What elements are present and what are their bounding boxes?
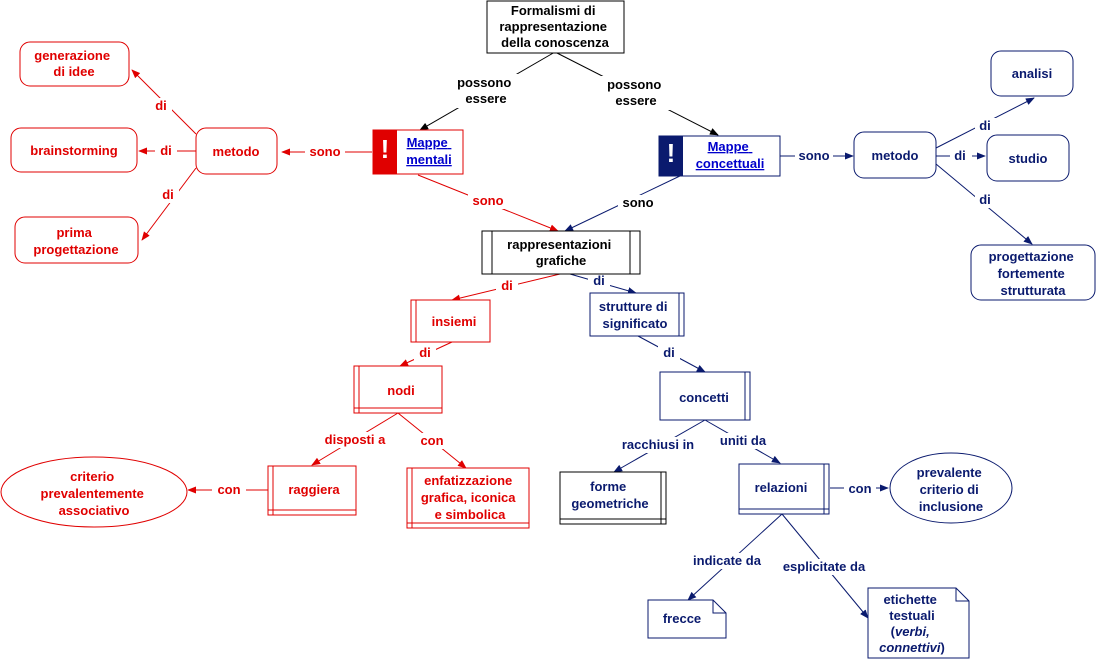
svg-text:insiemi: insiemi: [432, 314, 477, 329]
node-metodo-left: metodo: [195, 127, 278, 175]
node-etichette-testuali: etichette testuali (verbi, connettivi): [867, 587, 970, 659]
node-enfatizzazione: enfatizzazione grafica, iconica e simbol…: [406, 467, 530, 529]
node-forme-geometriche: forme geometriche: [559, 471, 667, 525]
node-mappe-mentali[interactable]: ! Mappe mentali: [372, 129, 464, 175]
link-label-sono: sono: [472, 193, 503, 208]
node-rappresentazioni-grafiche: rappresentazioni grafiche: [481, 230, 641, 275]
node-metodo-right: metodo: [853, 131, 937, 179]
svg-text:brainstorming: brainstorming: [30, 143, 117, 158]
svg-text:analisi: analisi: [1012, 66, 1052, 81]
svg-text:prevalente criterio di: prevalente criterio di inclusione: [917, 465, 986, 514]
alert-icon: [659, 136, 683, 176]
link-label-uniti-da: uniti da: [720, 433, 767, 448]
svg-text:rappresentazioni grafich: rappresentazioni grafiche: [507, 237, 615, 268]
node-relazioni: relazioni: [738, 463, 830, 515]
svg-text:raggiera: raggiera: [288, 482, 340, 497]
svg-text:Mappe concettuali: Mappe concettuali: [696, 139, 765, 171]
svg-text:frecce: frecce: [663, 611, 701, 626]
node-brainstorming: brainstorming: [10, 127, 138, 173]
link-label-sono: sono: [798, 148, 829, 163]
svg-text:Formalismi di rappresent: Formalismi di rappresentazione della con…: [499, 3, 610, 50]
node-strutture-significato: strutture di significato: [589, 292, 685, 337]
link-label-di: di: [160, 143, 172, 158]
link-label-disposti-a: disposti a: [325, 432, 386, 447]
svg-text:generazione di idee: generazione di idee: [34, 48, 113, 79]
link-label-racchiusi-in: racchiusi in: [622, 437, 694, 452]
link-label-sono: sono: [622, 195, 653, 210]
svg-text:nodi: nodi: [387, 383, 414, 398]
svg-text:!: !: [381, 134, 390, 164]
node-nodi: nodi: [353, 365, 443, 414]
node-raggiera: raggiera: [267, 465, 357, 516]
node-frecce: frecce: [647, 599, 727, 639]
svg-text:enfatizzazione grafica,: enfatizzazione grafica, iconica e simbol…: [421, 473, 519, 522]
svg-text:(verbi, connettivi): (verbi, connettivi): [879, 624, 945, 655]
link-labels: possono essere possono essere sono di di…: [150, 74, 997, 575]
mappe-mentali-link[interactable]: Mappe mentali: [406, 135, 452, 167]
node-generazione-idee: generazione di idee: [19, 41, 130, 87]
svg-text:concetti: concetti: [679, 390, 729, 405]
link-label-con: con: [420, 433, 443, 448]
svg-text:progettazione fortemente: progettazione fortemente strutturata: [989, 249, 1078, 298]
svg-text:studio: studio: [1009, 151, 1048, 166]
link-label-di: di: [162, 187, 174, 202]
node-criterio-inclusione: prevalente criterio di inclusione: [889, 452, 1013, 524]
node-analisi: analisi: [990, 50, 1074, 97]
link-label-possono-essere-right: possono essere: [607, 77, 665, 108]
link-label-di: di: [979, 118, 991, 133]
node-formalismi: Formalismi di rappresentazione della con…: [486, 0, 625, 54]
svg-text:relazioni: relazioni: [755, 480, 808, 495]
node-progettazione-strutturata: progettazione fortemente strutturata: [970, 244, 1096, 301]
node-criterio-associativo: criterio prevalentemente associativo: [0, 456, 188, 528]
link-label-con: con: [217, 482, 240, 497]
node-mappe-concettuali[interactable]: ! Mappe concettuali: [658, 135, 781, 177]
svg-text:etichette testuali: etichette testuali: [883, 592, 940, 623]
svg-text:!: !: [667, 138, 676, 168]
link-label-sono: sono: [309, 144, 340, 159]
alert-icon: [373, 130, 397, 174]
link-label-indicate-da: indicate da: [693, 553, 762, 568]
link-label-di: di: [501, 278, 513, 293]
node-insiemi: insiemi: [410, 299, 491, 343]
node-concetti: concetti: [659, 371, 751, 421]
node-studio: studio: [986, 134, 1070, 182]
link-label-di: di: [155, 98, 167, 113]
mappe-concettuali-link[interactable]: Mappe concettuali: [696, 139, 765, 171]
link-label-di: di: [593, 273, 605, 288]
link-label-di: di: [979, 192, 991, 207]
link-label-esplicitate-da: esplicitate da: [783, 559, 866, 574]
svg-text:criterio prevalentemente: criterio prevalentemente associativo: [41, 469, 148, 518]
link-label-di: di: [663, 345, 675, 360]
svg-text:metodo: metodo: [872, 148, 919, 163]
link-label-con: con: [848, 481, 871, 496]
link-label-di: di: [954, 148, 966, 163]
svg-text:forme geometriche: forme geometriche: [571, 479, 648, 511]
link-label-di: di: [419, 345, 431, 360]
svg-text:strutture di significato: strutture di significato: [599, 299, 671, 331]
link-label-possono-essere-left: possono essere: [457, 75, 515, 106]
svg-text:Mappe mentali: Mappe mentali: [406, 135, 452, 167]
svg-text:prima progettazione: prima progettazione: [33, 225, 118, 257]
node-prima-progettazione: prima progettazione: [14, 216, 139, 264]
svg-text:metodo: metodo: [213, 144, 260, 159]
